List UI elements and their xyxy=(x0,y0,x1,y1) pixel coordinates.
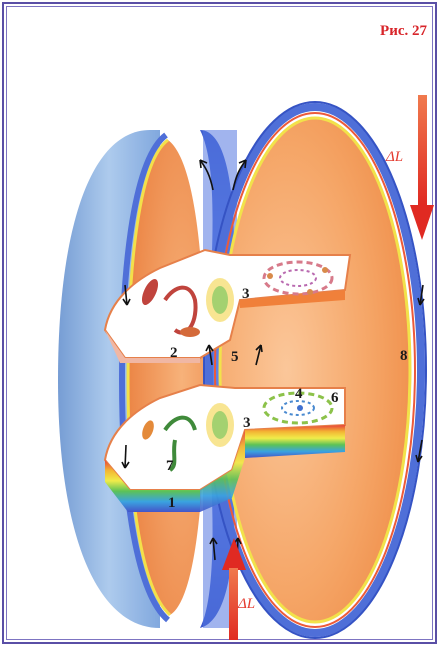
delta-arrow-top xyxy=(410,95,434,240)
label-4: 4 xyxy=(295,386,303,402)
label-5: 5 xyxy=(231,349,239,365)
label-3-lower: 3 xyxy=(243,415,251,431)
delta-label-bottom: ΔL xyxy=(237,596,255,612)
label-2: 2 xyxy=(170,345,178,361)
label-8: 8 xyxy=(400,348,408,364)
label-1: 1 xyxy=(168,495,176,511)
label-3-upper: 3 xyxy=(242,286,250,302)
label-6: 6 xyxy=(331,390,339,406)
delta-label-top: ΔL xyxy=(385,149,403,165)
label-7: 7 xyxy=(166,458,174,474)
